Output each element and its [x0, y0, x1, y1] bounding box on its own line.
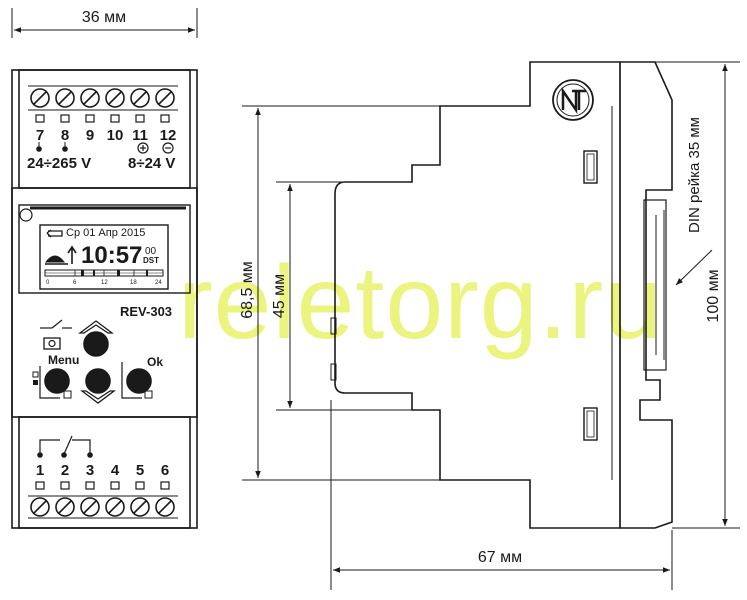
return-icon — [48, 230, 63, 237]
terminal-number: 7 — [36, 127, 44, 144]
lcd-seconds: 00 — [145, 246, 157, 257]
terminal-number: 12 — [160, 127, 177, 144]
ac-voltage-label: 24÷265 V — [27, 155, 91, 172]
bottom-slot — [583, 407, 598, 441]
inner-height-label: 45 мм — [271, 274, 288, 318]
top-terminal-numbers: 7 8 9 10 11 12 — [36, 127, 177, 144]
bottom-terminal-numbers: 1 2 3 4 5 6 — [36, 462, 169, 479]
side-view — [242, 61, 740, 590]
arrow-up-btn-icon — [78, 320, 114, 334]
total-height-label: 100 мм — [705, 269, 722, 322]
down-button — [85, 368, 111, 394]
din-rail-label: DIN рейка 35 мм — [686, 117, 703, 233]
terminal-number: 9 — [86, 127, 94, 144]
dc-voltage-label: 8÷24 V — [128, 155, 175, 172]
terminal-number: 6 — [161, 462, 169, 479]
top-terminal-markers — [35, 114, 170, 123]
ok-label: Ok — [147, 355, 163, 369]
model-label: REV-303 — [120, 304, 172, 319]
terminal-number: 11 — [132, 127, 148, 144]
depth-label: 67 мм — [478, 549, 522, 566]
din-rail-leader — [675, 249, 713, 286]
side-rear — [620, 61, 673, 529]
terminal-number: 2 — [61, 462, 69, 479]
lcd-scale-labels: 0 6 12 18 24 — [46, 280, 162, 286]
terminal-number: 1 — [36, 462, 44, 479]
up-button — [83, 331, 109, 357]
lcd-date: Ср 01 Апр 2015 — [66, 227, 145, 239]
bottom-screws — [28, 495, 178, 519]
terminal-number: 4 — [111, 462, 120, 479]
sunrise-icon — [44, 255, 66, 263]
terminal-number: 8 — [61, 127, 69, 144]
plus-symbol-icon — [137, 142, 149, 154]
lcd-dst: DST — [143, 256, 159, 265]
nt-logo-icon — [552, 79, 594, 121]
bottom-terminal-block — [18, 416, 191, 529]
bottom-terminal-markers — [35, 481, 170, 490]
scale-label: 6 — [73, 280, 77, 286]
arrow-down-btn-icon — [80, 390, 116, 404]
scale-label: 24 — [155, 280, 162, 286]
ok-button — [126, 368, 152, 394]
width-label: 36 мм — [82, 9, 126, 26]
terminal-number: 3 — [86, 462, 94, 479]
relay-contact-icon — [39, 439, 60, 454]
terminal-number: 10 — [107, 127, 124, 144]
nt-logo-small-icon — [19, 208, 33, 222]
display-window — [18, 204, 191, 294]
lcd-time: 10:57 — [81, 242, 142, 269]
menu-label: Menu — [48, 353, 79, 367]
scale-label: 0 — [46, 280, 50, 286]
manual-mode-icon — [43, 337, 61, 350]
front-view — [11, 8, 198, 529]
minus-symbol-icon — [162, 142, 174, 154]
din-clip — [643, 199, 667, 371]
menu-button — [44, 368, 70, 394]
top-slot — [583, 150, 598, 184]
scale-label: 12 — [101, 280, 108, 286]
terminal-number: 5 — [136, 462, 144, 479]
scale-label: 18 — [130, 280, 137, 286]
top-screws — [28, 85, 178, 111]
body-height-label: 68,5 мм — [239, 261, 256, 319]
